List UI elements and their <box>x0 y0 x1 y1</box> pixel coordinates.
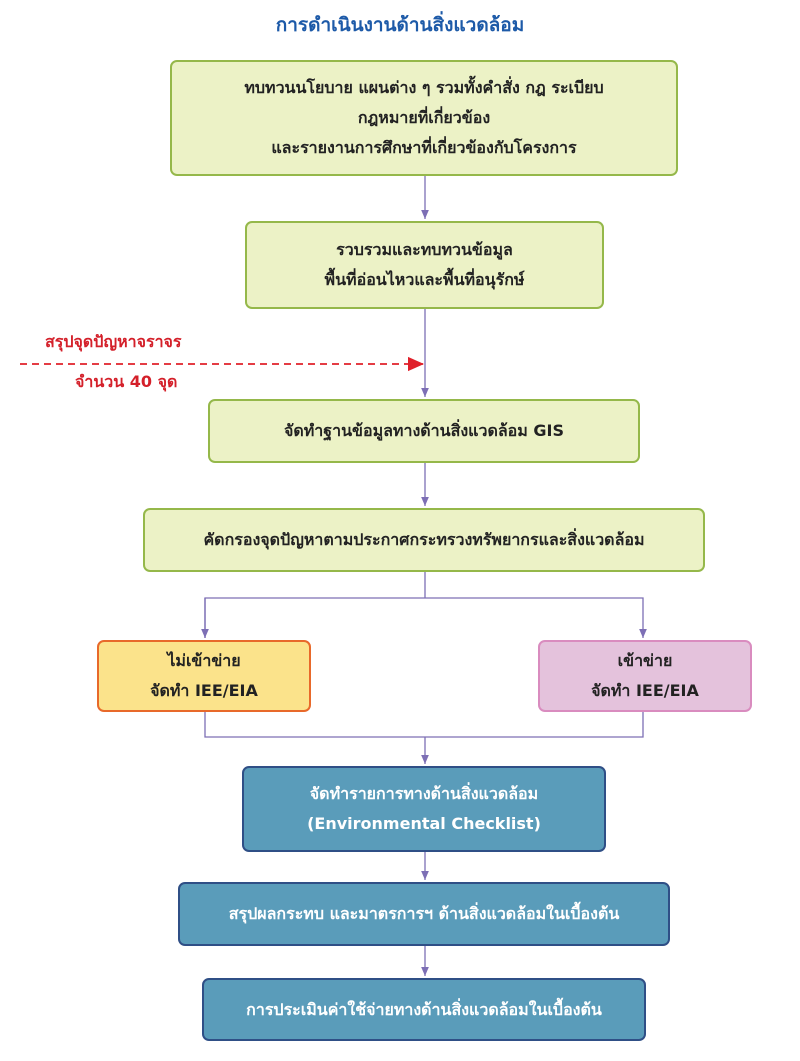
step-screening: คัดกรองจุดปัญหาตามประกาศกระทรวงทรัพยากรแ… <box>143 508 705 572</box>
step-text: การประเมินค่าใช้จ่ายทางด้านสิ่งแวดล้อมใน… <box>246 999 602 1019</box>
step-gis: จัดทำฐานข้อมูลทางด้านสิ่งแวดล้อม GIS <box>208 399 640 463</box>
step-text: รวบรวมและทบทวนข้อมูล <box>336 240 513 259</box>
step-text: จัดทำรายการทางด้านสิ่งแวดล้อม <box>309 784 539 803</box>
branch-merge <box>204 712 644 764</box>
step-text: ไม่เข้าข่าย <box>167 651 241 670</box>
step-checklist: จัดทำรายการทางด้านสิ่งแวดล้อม (Environme… <box>242 766 606 852</box>
branch-split <box>204 572 643 638</box>
step-text: เข้าข่าย <box>617 651 673 670</box>
diagram-title: การดำเนินงานด้านสิ่งแวดล้อม <box>275 14 525 36</box>
step-text: กฎหมายที่เกี่ยวข้อง <box>357 108 491 127</box>
step-text: และรายงานการศึกษาที่เกี่ยวข้องกับโครงการ <box>271 138 577 157</box>
step-text: (Environmental Checklist) <box>307 814 541 833</box>
step-cost: การประเมินค่าใช้จ่ายทางด้านสิ่งแวดล้อมใน… <box>202 978 646 1041</box>
step-text: ทบทวนนโยบาย แผนต่าง ๆ รวมทั้งคำสั่ง กฎ ร… <box>244 78 604 97</box>
traffic-count-label: จำนวน 40 จุด <box>75 372 178 391</box>
step-not-required: ไม่เข้าข่าย จัดทำ IEE/EIA <box>97 640 311 712</box>
step-summary: สรุปผลกระทบ และมาตรการฯ ด้านสิ่งแวดล้อมใ… <box>178 882 670 946</box>
step-text: จัดทำ IEE/EIA <box>150 681 258 700</box>
traffic-summary-label: สรุปจุดปัญหาจราจร <box>45 332 182 351</box>
step-collect-data: รวบรวมและทบทวนข้อมูล พื้นที่อ่อนไหวและพื… <box>245 221 604 309</box>
step-text: พื้นที่อ่อนไหวและพื้นที่อนุรักษ์ <box>324 270 525 289</box>
step-review-policy: ทบทวนนโยบาย แผนต่าง ๆ รวมทั้งคำสั่ง กฎ ร… <box>170 60 678 176</box>
step-text: คัดกรองจุดปัญหาตามประกาศกระทรวงทรัพยากรแ… <box>203 530 645 549</box>
step-required: เข้าข่าย จัดทำ IEE/EIA <box>538 640 752 712</box>
step-text: สรุปผลกระทบ และมาตรการฯ ด้านสิ่งแวดล้อมใ… <box>228 904 620 923</box>
step-text: จัดทำฐานข้อมูลทางด้านสิ่งแวดล้อม GIS <box>283 421 564 440</box>
step-text: จัดทำ IEE/EIA <box>591 681 699 700</box>
